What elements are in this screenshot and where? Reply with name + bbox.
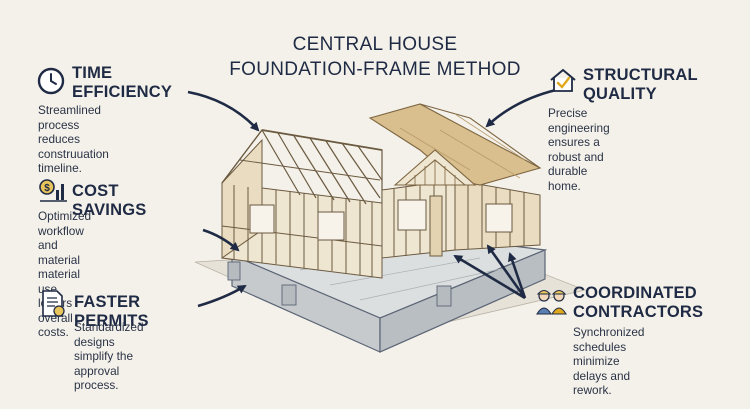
time-heading-line1: TIME <box>72 64 113 82</box>
time-desc-line1: Streamlined process reduces <box>38 103 101 146</box>
time-desc-line2: construuation timeline. <box>38 146 109 176</box>
contractors-heading-line2: CONTRACTORS <box>573 303 704 321</box>
money-chart-icon: $ <box>39 179 67 202</box>
cost-desc-line1: Optimized workflow and material <box>38 209 92 267</box>
arrow-contractors-1 <box>453 254 526 300</box>
callout-arrows <box>187 88 557 308</box>
permits-desc-line1: Standardized designs <box>74 320 144 349</box>
permits-desc-line3: process. <box>74 378 119 392</box>
arrow-permits <box>197 284 247 308</box>
left-roof-trusses <box>221 129 383 205</box>
permits-heading: FASTER PERMITS <box>74 293 149 330</box>
document-stamp-icon <box>42 290 65 317</box>
clock-icon <box>37 67 65 95</box>
quality-desc-line1: Precise engineering ensures a <box>548 106 610 149</box>
quality-heading-line2: QUALITY <box>583 85 657 103</box>
arrow-time <box>187 90 260 132</box>
house-check-icon <box>550 68 576 92</box>
svg-text:$: $ <box>44 183 50 194</box>
arrow-quality <box>485 88 557 128</box>
roof-sheathing <box>368 103 542 186</box>
contractors-desc-line1: Synchronized schedules <box>573 325 645 354</box>
quality-heading-line1: STRUCTURAL <box>583 66 698 84</box>
cost-heading: COST SAVINGS <box>72 182 147 219</box>
diagram-title: CENTRAL HOUSE FOUNDATION-FRAME METHOD <box>200 34 550 81</box>
arrow-cost <box>202 228 240 252</box>
permits-desc-line2: simplify the approval <box>74 349 134 378</box>
contractors-heading-line1: COORDINATED <box>573 284 697 302</box>
workers-icon <box>536 289 567 315</box>
arrow-contractors-2 <box>486 244 527 299</box>
title-line-2: FOUNDATION-FRAME METHOD <box>229 59 521 80</box>
arrow-contractors-3 <box>507 252 527 299</box>
right-wing-wall-frame <box>381 179 541 259</box>
time-heading-line2: EFFICIENCY <box>72 83 173 101</box>
contractors-desc-line2: minimize delays and rework. <box>573 354 631 397</box>
quality-desc-line2: robust and durable home. <box>548 149 604 193</box>
left-wing-wall-frame <box>221 138 383 279</box>
title-line-1: CENTRAL HOUSE <box>292 34 458 55</box>
